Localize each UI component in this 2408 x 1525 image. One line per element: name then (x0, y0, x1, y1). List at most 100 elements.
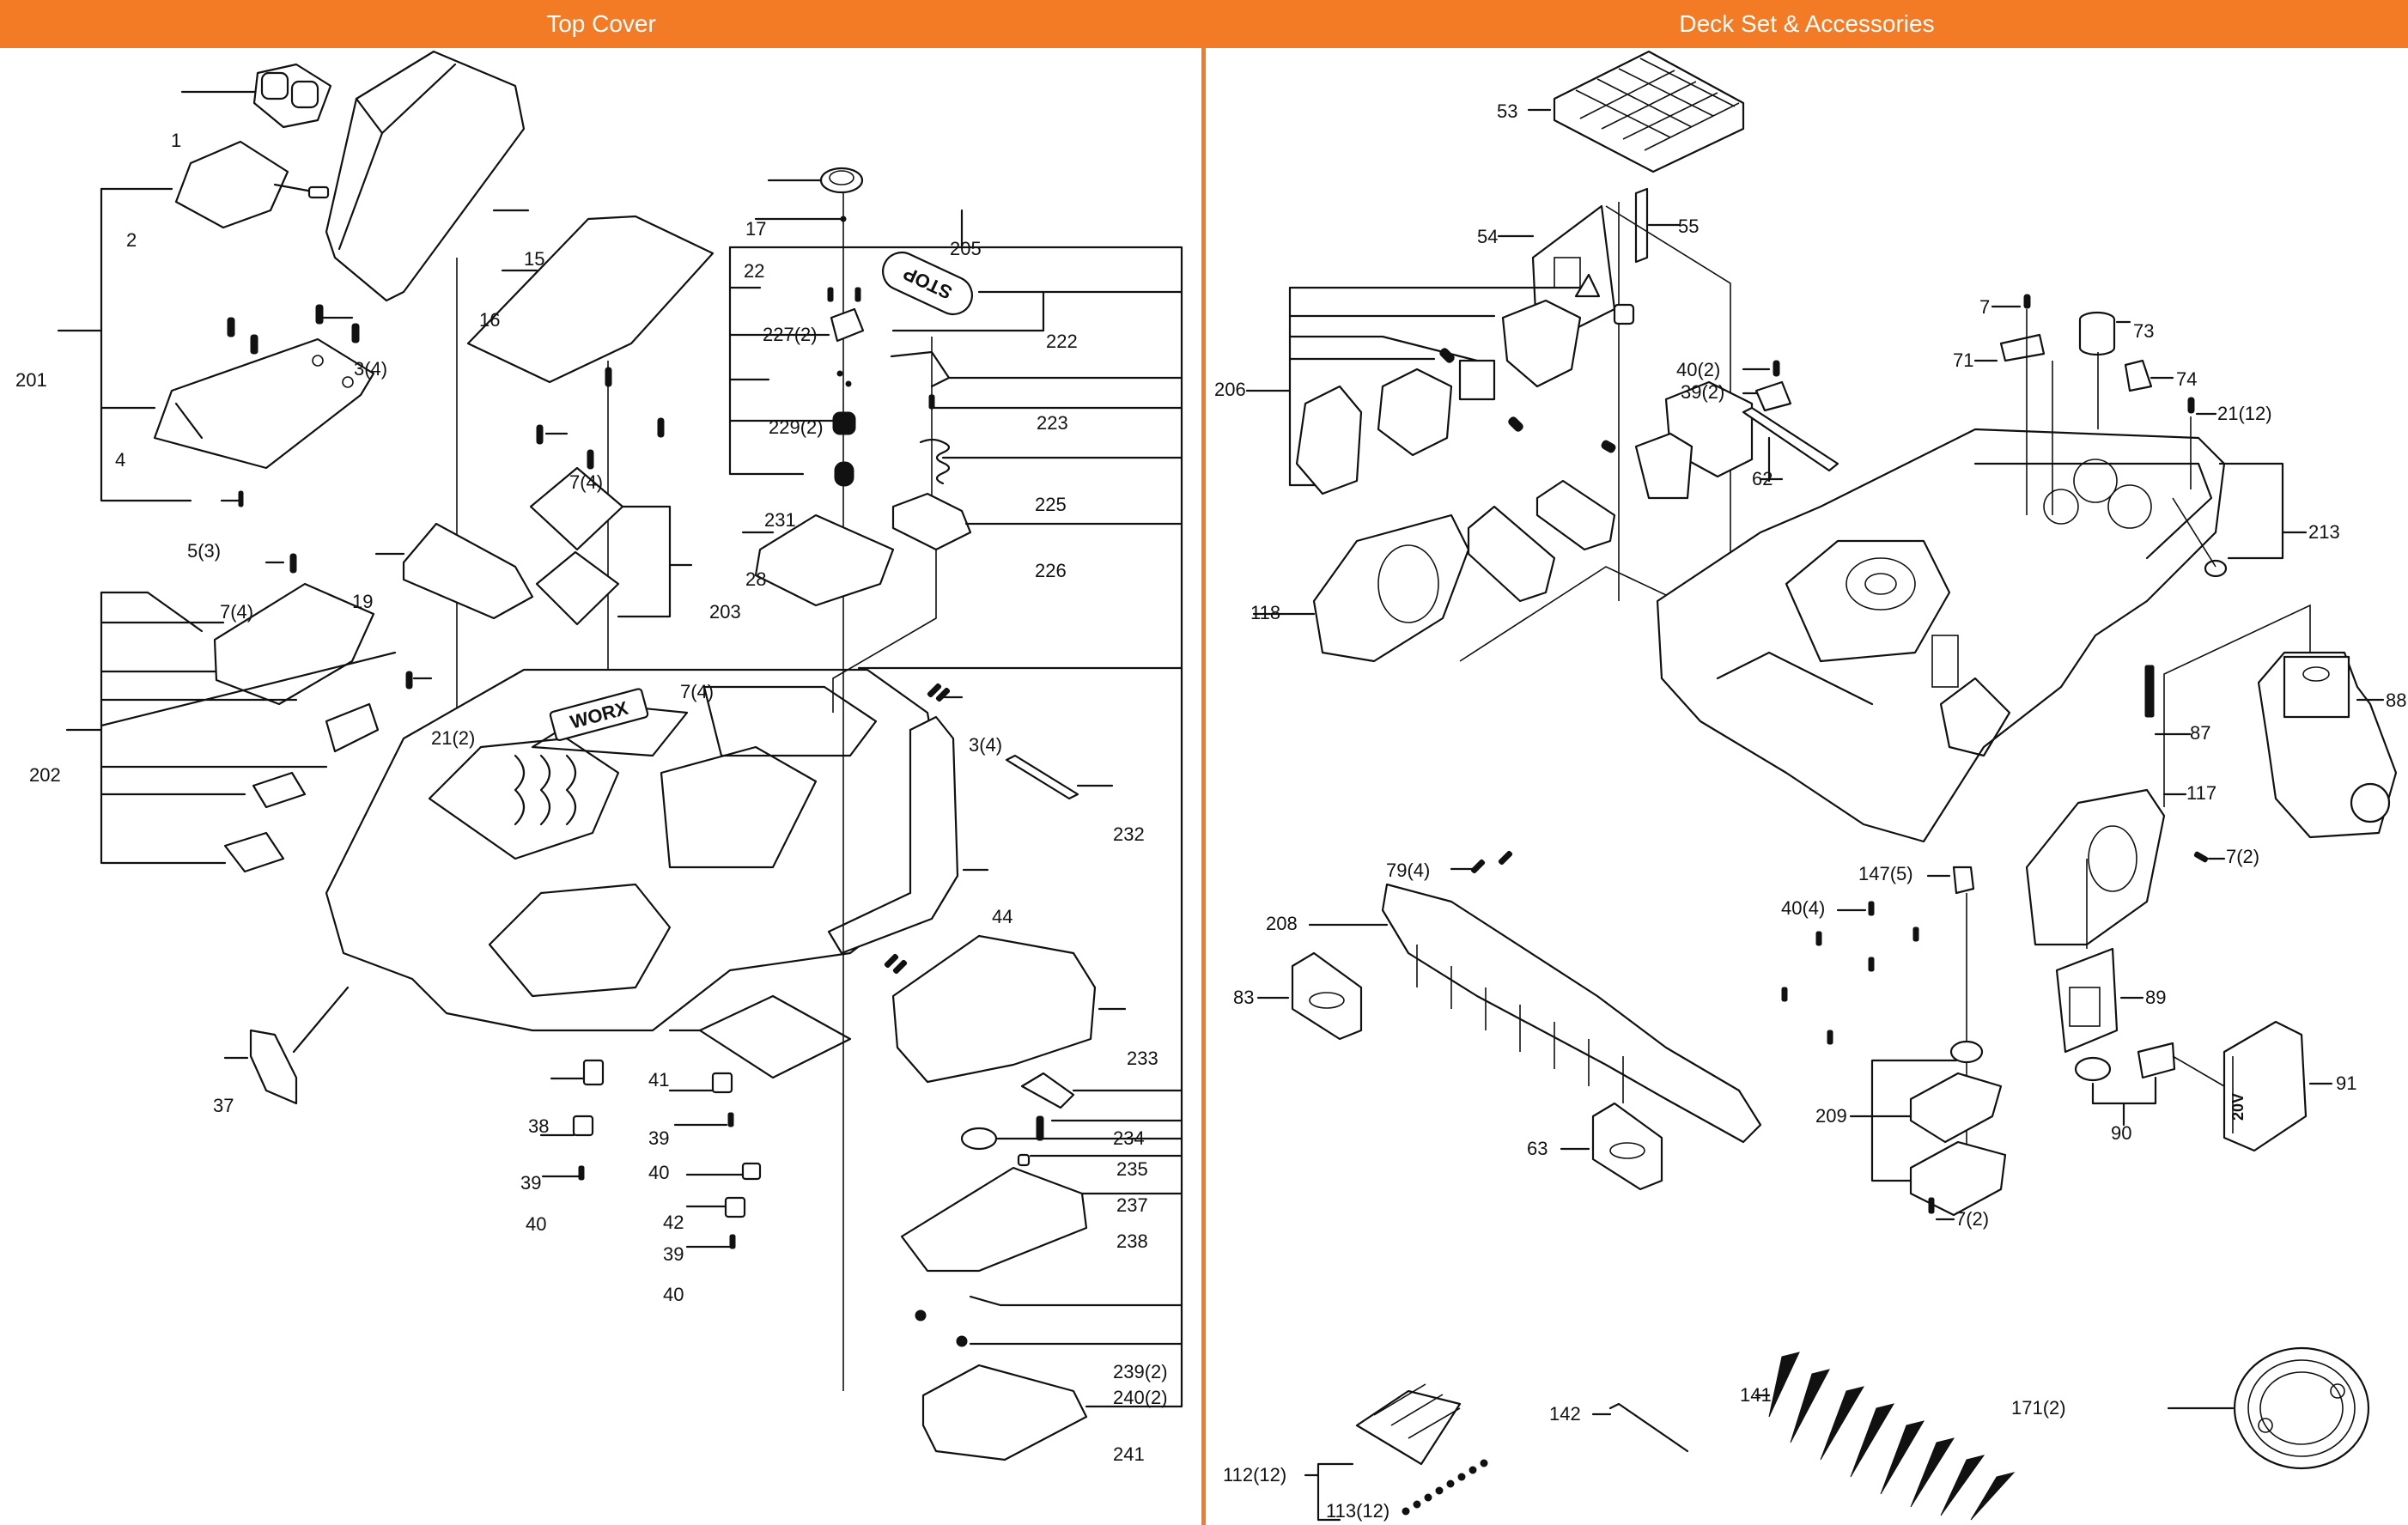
part-113-screws (1402, 1459, 1488, 1516)
callout-222: 222 (1046, 331, 1078, 352)
callout-112-12: 112(12) (1223, 1464, 1287, 1486)
callout-239-2: 239(2) (1113, 1361, 1168, 1382)
part-44-handle (827, 715, 989, 955)
callout-17: 17 (745, 218, 767, 240)
callout-16: 16 (479, 309, 501, 331)
callout-238: 238 (1116, 1230, 1148, 1252)
section-header-top-cover: Top Cover (0, 0, 1202, 48)
part-53-grid-cover (1527, 50, 1745, 173)
callout-39-c: 39 (663, 1243, 684, 1265)
section-header-deck-set: Deck Set & Accessories (1206, 0, 2408, 48)
parts-40-39-62 (1601, 360, 1839, 500)
part-15-lid (325, 50, 526, 302)
callout-79-4: 79(4) (1386, 860, 1431, 881)
callout-55: 55 (1678, 216, 1700, 237)
panel-divider (1201, 0, 1206, 1525)
section-title-top-cover: Top Cover (546, 10, 656, 37)
part-112-blades (1304, 1383, 1462, 1522)
callout-71: 71 (1953, 349, 1974, 371)
part-141-pegs (1754, 1352, 2016, 1521)
part-89-battery-holder (2055, 859, 2144, 1054)
callout-44: 44 (992, 906, 1013, 927)
callout-40-a: 40 (526, 1213, 547, 1235)
callout-21-12: 21(12) (2217, 403, 2272, 424)
callout-223: 223 (1037, 412, 1068, 434)
part-117-cover-plate (2025, 788, 2226, 946)
callout-40-4: 40(4) (1781, 897, 1826, 919)
part-87-harness (2144, 665, 2192, 736)
callout-7-d: 7 (1979, 296, 1991, 318)
callout-205: 205 (950, 238, 982, 259)
callout-87: 87 (2190, 722, 2211, 744)
callout-227-2: 227(2) (763, 324, 818, 345)
callout-40-2: 40(2) (1676, 359, 1721, 380)
callout-41: 41 (648, 1069, 670, 1091)
parts-71-73-74 (1973, 294, 2308, 578)
callout-42: 42 (663, 1212, 684, 1233)
part-91-battery: 20V (2172, 1020, 2333, 1152)
part-142-hex-key (1591, 1402, 1689, 1453)
part-206-assembly (1245, 273, 1635, 495)
callout-233: 233 (1127, 1048, 1158, 1069)
part-171-wheel-ring (2167, 1346, 2370, 1470)
callout-74: 74 (2176, 368, 2198, 390)
callout-209: 209 (1815, 1105, 1847, 1127)
callout-113-12: 113(12) (1326, 1500, 1390, 1522)
top-cover-exploded-diagram: WORX (57, 50, 1183, 1461)
callout-19: 19 (352, 591, 374, 612)
callout-90: 90 (2111, 1122, 2132, 1144)
callout-62: 62 (1752, 468, 1773, 489)
section-title-deck-set: Deck Set & Accessories (1679, 10, 1935, 37)
callout-141: 141 (1740, 1384, 1772, 1406)
callout-206: 206 (1214, 379, 1246, 400)
callout-37: 37 (213, 1095, 234, 1116)
callout-4: 4 (115, 449, 126, 471)
callout-39-2: 39(2) (1681, 381, 1725, 403)
callout-54: 54 (1477, 226, 1499, 247)
callout-7-4-c: 7(4) (680, 681, 714, 702)
callout-171-2: 171(2) (2011, 1397, 2066, 1419)
parts-147-40 (1781, 866, 1975, 1045)
part-83-pad (1256, 951, 1363, 1041)
callout-237: 237 (1116, 1194, 1148, 1216)
part-19-tray (374, 522, 534, 620)
callout-5-3: 5(3) (187, 540, 222, 562)
callout-39-b: 39 (648, 1127, 670, 1149)
part-118-cover-plate (1252, 479, 1753, 663)
part-3-screws (227, 304, 360, 355)
callout-21-2: 21(2) (431, 727, 476, 749)
callout-7-4-a: 7(4) (569, 471, 604, 493)
parts-234-241-hatch (900, 1072, 1183, 1461)
part-88-wheel-motor (2163, 604, 2398, 839)
callout-240-2: 240(2) (1113, 1387, 1168, 1408)
top-cover-panel: WORX (0, 48, 1201, 1525)
top-cover-body: WORX (325, 668, 946, 1032)
clips-38-42 (539, 1059, 762, 1249)
callout-7-2-f: 7(2) (1955, 1208, 1990, 1230)
callout-88: 88 (2386, 690, 2407, 711)
deck-set-exploded-diagram: 20V (1245, 50, 2398, 1522)
part-63-pad (1560, 1102, 1663, 1191)
callout-225: 225 (1035, 494, 1067, 515)
leader-201-bracket (100, 187, 192, 502)
callout-118: 118 (1250, 602, 1281, 623)
callout-22: 22 (744, 260, 765, 282)
deck-main-body (1656, 428, 2226, 843)
part-1-button-pad (252, 63, 332, 129)
callout-3-4-b: 3(4) (969, 734, 1003, 756)
part-90-connector (2074, 1042, 2176, 1127)
callout-117: 117 (2186, 782, 2217, 804)
callout-235: 235 (1116, 1158, 1148, 1180)
callout-28: 28 (745, 568, 767, 590)
battery-voltage-text: 20V (2229, 1093, 2247, 1121)
callout-63: 63 (1527, 1138, 1548, 1159)
part-37-badge (223, 986, 350, 1105)
part-203-window-assembly (529, 466, 693, 626)
callout-40-c: 40 (663, 1284, 684, 1305)
callout-241: 241 (1113, 1443, 1145, 1465)
callout-91: 91 (2336, 1072, 2357, 1094)
callout-213: 213 (2308, 521, 2340, 543)
deck-set-panel: 20V (1206, 48, 2408, 1525)
part-208-bumper (1308, 850, 1762, 1144)
callout-203: 203 (709, 601, 741, 623)
